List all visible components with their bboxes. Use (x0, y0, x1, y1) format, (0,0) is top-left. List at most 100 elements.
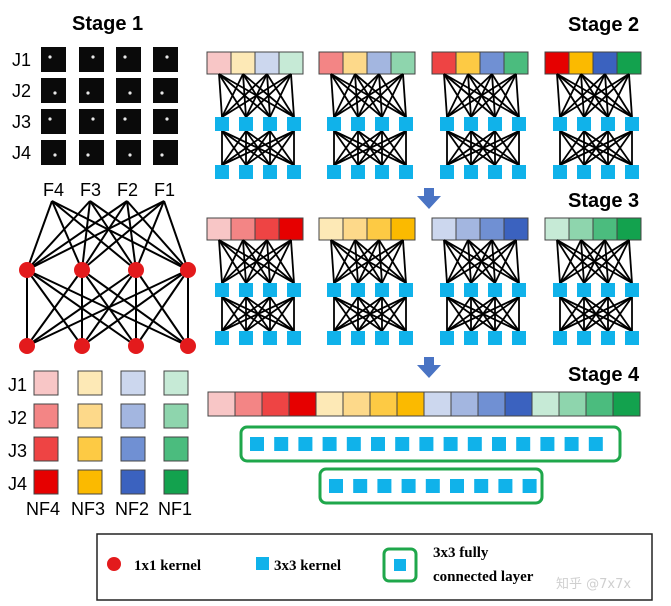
connection-line (470, 239, 517, 284)
connection-line (221, 239, 268, 284)
connection-line (26, 200, 53, 271)
response-dot (91, 117, 95, 121)
nf-label: NF1 (158, 499, 192, 519)
color-cell (120, 370, 146, 396)
filter-response-tile (41, 78, 66, 103)
connection-line (333, 239, 380, 284)
connection-line (446, 239, 493, 284)
kernel-3x3 (625, 165, 639, 179)
kernel-1x1-node (19, 338, 35, 354)
color-cell (234, 391, 263, 417)
response-dot (123, 117, 127, 121)
connection-line (269, 296, 295, 332)
kernel-3x3 (215, 283, 229, 297)
connection-line (494, 296, 520, 332)
connection-line (330, 239, 335, 284)
connection-line (381, 130, 407, 166)
connection-line (559, 130, 633, 166)
kernel-3x3 (516, 437, 531, 451)
kernel-3x3 (327, 165, 341, 179)
color-cell (342, 51, 368, 75)
color-cell (616, 217, 642, 241)
color-cell (318, 217, 344, 241)
filter-response-tile (153, 78, 178, 103)
legend-1x1-kernel-icon (107, 557, 121, 571)
filter-response-tile (79, 140, 104, 165)
connection-line (556, 73, 561, 118)
connection-line (357, 239, 404, 284)
color-cell (261, 391, 290, 417)
connection-line (221, 73, 268, 118)
kernel-1x1-node (180, 338, 196, 354)
color-cell (568, 51, 594, 75)
legend-fc-label-line1: 3x3 fully (433, 545, 489, 561)
kernel-3x3 (588, 437, 603, 451)
kernel-3x3 (263, 331, 277, 345)
connection-line (357, 130, 407, 166)
connection-line (333, 296, 359, 332)
kernel-1x1-node (74, 338, 90, 354)
connection-line (333, 73, 404, 118)
legend-fc-label-line2: connected layer (433, 569, 534, 585)
connection-line (221, 130, 271, 166)
color-cell (592, 217, 618, 241)
connection-line (221, 239, 244, 284)
connection-line (628, 73, 633, 118)
color-cell (544, 51, 570, 75)
connection-line (290, 239, 295, 284)
connection-line (221, 130, 247, 166)
color-cell (77, 469, 103, 495)
stage4-title: Stage 4 (568, 364, 640, 386)
filter-response-tile (79, 109, 104, 134)
color-cell (120, 469, 146, 495)
legend-box (96, 533, 653, 601)
kernel-3x3 (375, 165, 389, 179)
kernel-3x3 (353, 479, 368, 493)
connection-line (628, 239, 633, 284)
kernel-3x3 (601, 283, 615, 297)
color-cell (423, 391, 452, 417)
connection-line (333, 73, 356, 118)
color-cell (455, 217, 481, 241)
connection-line (559, 73, 582, 118)
connection-line (446, 73, 493, 118)
response-dot (165, 117, 169, 121)
filter-response-tile (41, 47, 66, 72)
color-cell (455, 51, 481, 75)
kernel-3x3 (322, 437, 337, 451)
response-dot (128, 153, 132, 157)
kernel-3x3 (601, 331, 615, 345)
kernel-3x3 (553, 331, 567, 345)
kernel-3x3 (298, 437, 313, 451)
connection-line (218, 239, 223, 284)
kernel-3x3 (577, 283, 591, 297)
connection-line (443, 73, 448, 118)
connection-line (330, 73, 335, 118)
color-cell (278, 217, 304, 241)
stage1-title: Stage 1 (72, 13, 143, 35)
kernel-3x3 (351, 117, 365, 131)
connection-line (89, 200, 189, 271)
color-cell (477, 391, 506, 417)
filter-response-tile (153, 140, 178, 165)
connection-line (221, 239, 292, 284)
stage2-title: Stage 2 (568, 14, 639, 36)
kernel-1x1-node (128, 262, 144, 278)
kernel-3x3 (601, 117, 615, 131)
filter-label: F2 (117, 180, 138, 200)
connection-line (559, 239, 582, 284)
color-cell (163, 469, 189, 495)
color-cell (558, 391, 587, 417)
kernel-3x3 (419, 437, 434, 451)
filter-response-tile (79, 78, 104, 103)
kernel-3x3 (540, 437, 555, 451)
kernel-3x3 (512, 331, 526, 345)
connection-line (333, 130, 407, 166)
color-cell (450, 391, 479, 417)
kernel-3x3 (601, 165, 615, 179)
connection-line (446, 130, 520, 166)
connection-line (583, 130, 633, 166)
connection-line (245, 296, 295, 332)
color-cell (163, 370, 189, 396)
